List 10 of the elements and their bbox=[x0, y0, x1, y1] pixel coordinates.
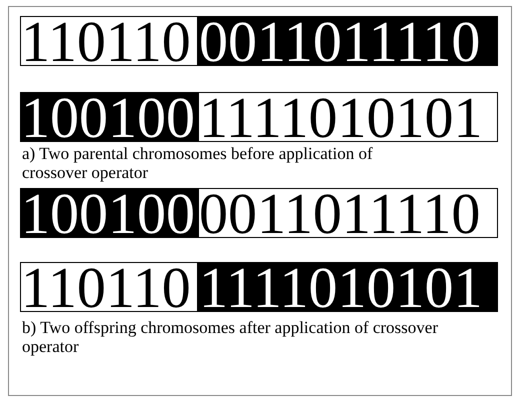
bit-string-segment: 0011011110 bbox=[198, 16, 498, 66]
bit-string-segment: 110110 bbox=[20, 262, 198, 312]
caption-text: b) Two offspring chromosomes after application of crossover operator bbox=[22, 318, 439, 356]
bit-string-segment: 100100 bbox=[20, 188, 198, 238]
bit-string-segment: 0011011110 bbox=[198, 188, 498, 238]
bit-string-segment: 1111010101 bbox=[198, 262, 498, 312]
bit-string-segment: 100100 bbox=[20, 92, 198, 142]
caption-text: a) Two parental chromosomes before application of crossover operator bbox=[22, 144, 374, 182]
bit-string-segment: 1111010101 bbox=[198, 92, 498, 142]
bit-string-segment: 110110 bbox=[20, 16, 198, 66]
